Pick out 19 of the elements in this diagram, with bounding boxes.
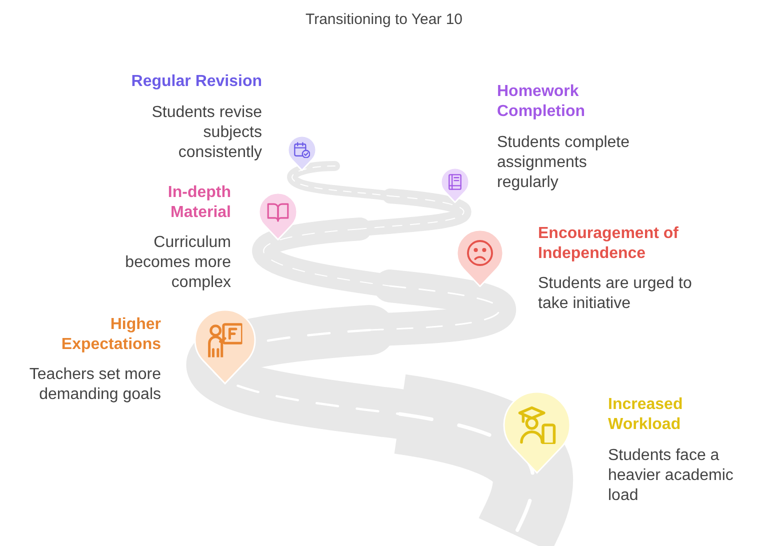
location-pin	[258, 192, 298, 241]
step-heading: In-depth Material	[166, 183, 231, 223]
step-description: Students face a heavier academic load	[608, 446, 734, 506]
step-description: Students are urged to take initiative	[538, 274, 693, 314]
step-heading: Encouragement of Independence	[538, 224, 680, 264]
diagram-title: Transitioning to Year 10	[305, 10, 463, 30]
step-heading: Regular Revision	[130, 72, 262, 92]
step-heading: Increased Workload	[608, 395, 684, 435]
step-heading: Higher Expectations	[60, 315, 161, 355]
location-pin	[440, 167, 470, 204]
location-pin	[456, 229, 504, 288]
location-pin	[194, 309, 256, 384]
location-pin	[287, 135, 317, 172]
step-description: Students revise subjects consistently	[150, 103, 262, 163]
step-description: Curriculum becomes more complex	[124, 233, 231, 293]
step-heading: Homework Completion	[497, 82, 586, 122]
step-description: Students complete assignments regularly	[497, 133, 631, 193]
step-description: Teachers set more demanding goals	[28, 365, 161, 405]
location-pin	[503, 391, 571, 474]
